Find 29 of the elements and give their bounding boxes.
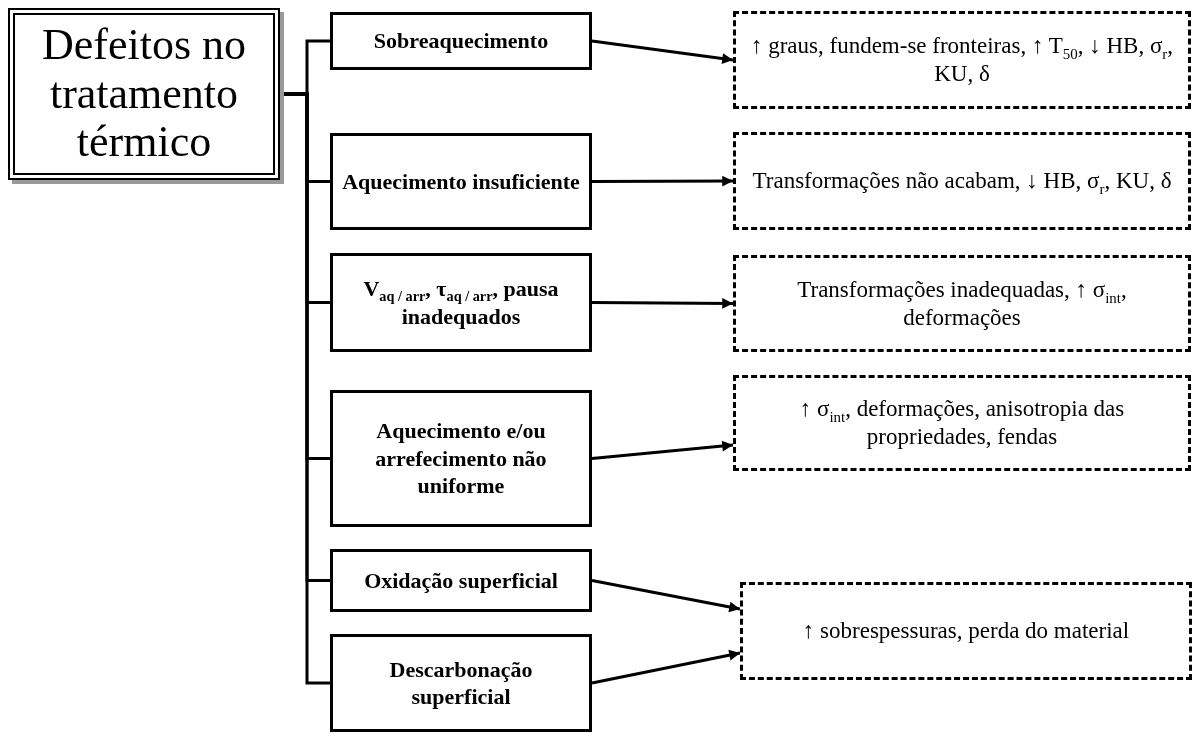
effect-text: ↑ σ$_{int}$, deformações, anisotropia das propriedades, fendas: [798, 395, 1126, 451]
defect-box: [330, 634, 592, 732]
arrow: [592, 175, 734, 187]
arrow: [591, 440, 734, 460]
effect-text: Transformações não acabam, ↓ HB, σ$_{r}$, KU, δ: [752, 167, 1172, 195]
arrow: [592, 298, 734, 309]
effect-box: [733, 375, 1191, 471]
arrow: [591, 649, 741, 685]
effect-box: [733, 132, 1191, 230]
effect-text: ↑ sobrespessuras, perda do material: [802, 617, 1130, 645]
effect-box: [733, 255, 1191, 352]
arrow: [591, 39, 734, 64]
defect-box: [330, 133, 592, 230]
effect-text: Transformações inadequadas, ↑ σ$_{int}$, deformações: [796, 275, 1128, 332]
defect-box: [330, 253, 592, 352]
defect-label: Descarbonação superficial: [388, 655, 534, 711]
defect-label: Oxidação superficial: [364, 566, 558, 595]
title-text: Defeitos no tratamento térmico: [40, 21, 248, 167]
defect-box: [330, 390, 592, 527]
defect-label: Aquecimento e/ou arrefecimento não uniforme: [374, 417, 548, 500]
defect-box: [330, 549, 592, 612]
arrow: [591, 579, 741, 613]
effect-box: [733, 11, 1191, 109]
defect-label: Aquecimento insuficiente: [342, 167, 580, 196]
defect-label: V$_{aq / arr}$, τ$_{aq / arr}$, pausa inadequados: [362, 275, 560, 330]
defect-box: [330, 12, 592, 70]
effect-text: ↑ graus, fundem-se fronteiras, ↑ T$_{50}$, ↓ HB, σ$_{r}$, KU, δ: [749, 32, 1175, 88]
defect-label: Sobreaquecimento: [373, 27, 549, 55]
effect-box: [740, 582, 1192, 680]
